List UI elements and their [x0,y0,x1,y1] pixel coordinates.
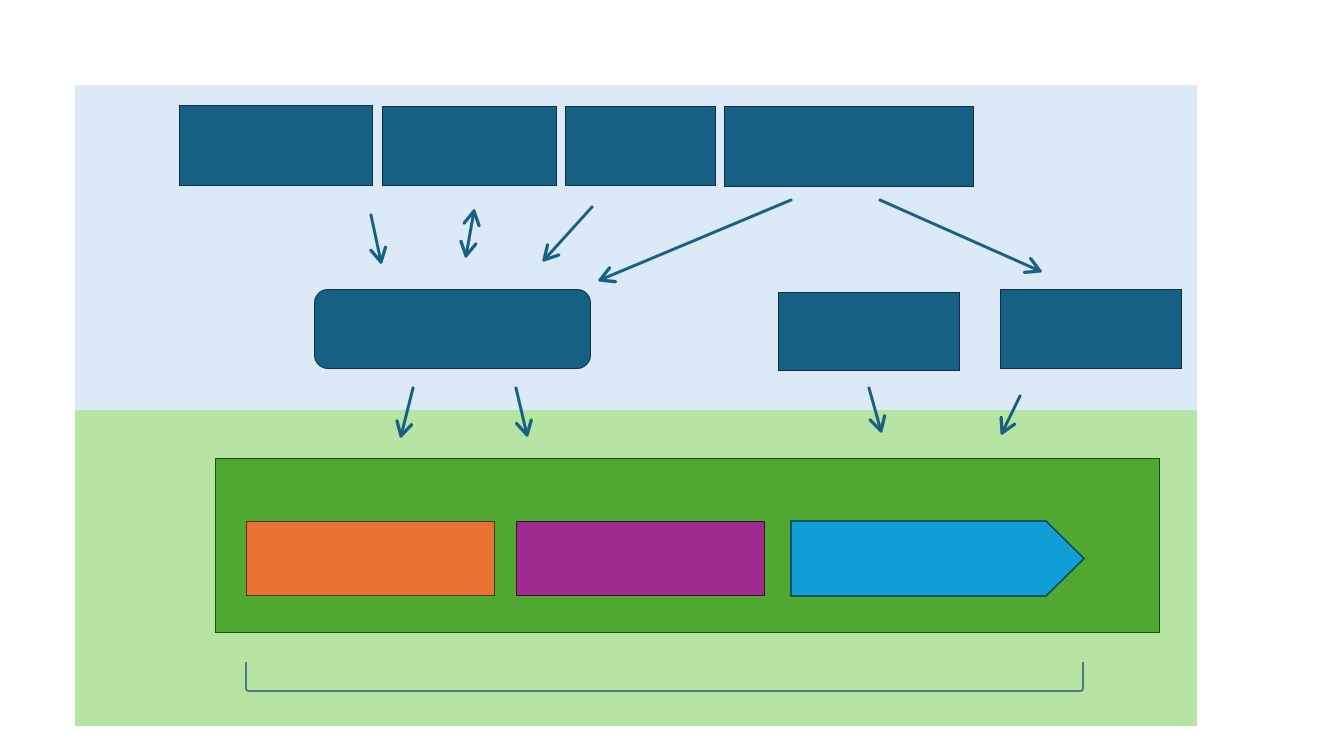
stage-block-2-label [637,555,645,563]
top-block-4-label [845,143,853,151]
top-block-1 [179,105,373,186]
middle-block-2 [778,292,960,371]
top-block-3 [565,106,716,186]
stage-block-1-label [367,555,375,563]
stage-block-2 [516,521,765,596]
middle-block-3 [1000,289,1182,369]
middle-block-2-label [865,328,873,336]
top-block-4 [724,106,974,187]
stage-block-1 [246,521,495,596]
top-block-2 [382,106,557,186]
top-block-2-label [466,142,474,150]
middle-rounded-block-label [449,325,457,333]
middle-rounded-block [314,289,591,369]
top-block-1-label [272,142,280,150]
top-block-3-label [637,142,645,150]
middle-block-3-label [1087,325,1095,333]
